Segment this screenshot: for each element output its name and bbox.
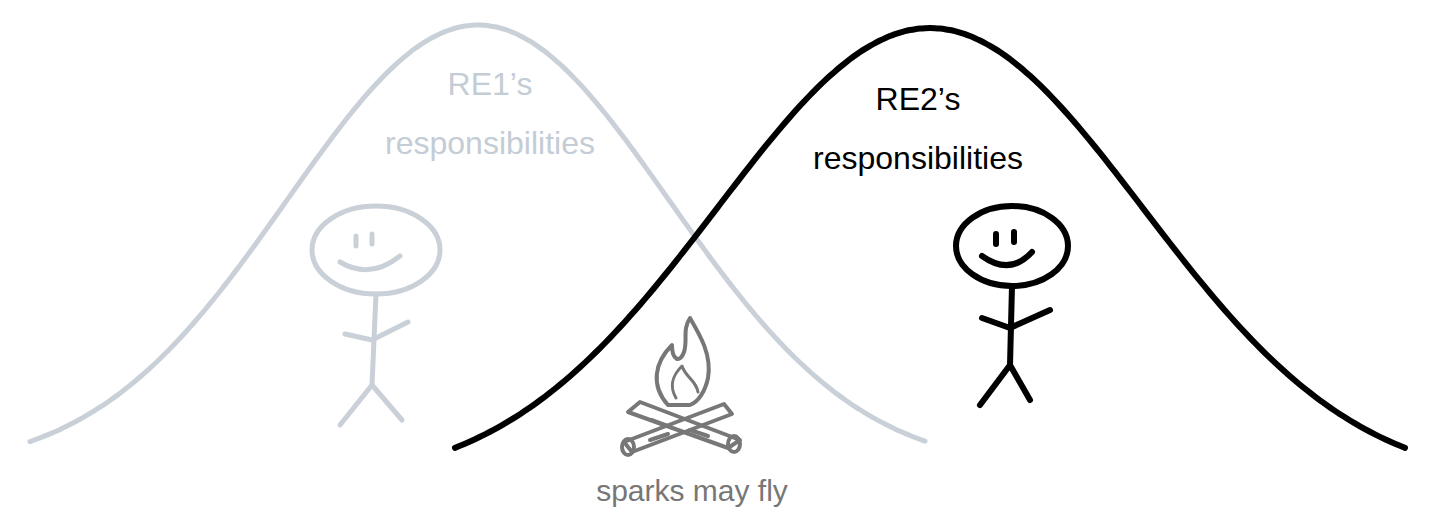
- fire-caption: sparks may fly: [596, 474, 788, 508]
- bell-curve-line: [455, 28, 1405, 448]
- stick-figure-re2: [956, 206, 1068, 405]
- responsibility-curve: RE1’s responsibilities: [20, 15, 935, 480]
- bell-curve-line: [30, 25, 925, 442]
- responsibility-curve: RE2’s responsibilities: [445, 18, 1415, 493]
- campfire: [622, 318, 740, 455]
- responsibility-title: RE1’s responsibilities: [350, 55, 630, 173]
- stick-figure-re1: [312, 206, 440, 425]
- responsibility-title: RE2’s responsibilities: [778, 70, 1058, 188]
